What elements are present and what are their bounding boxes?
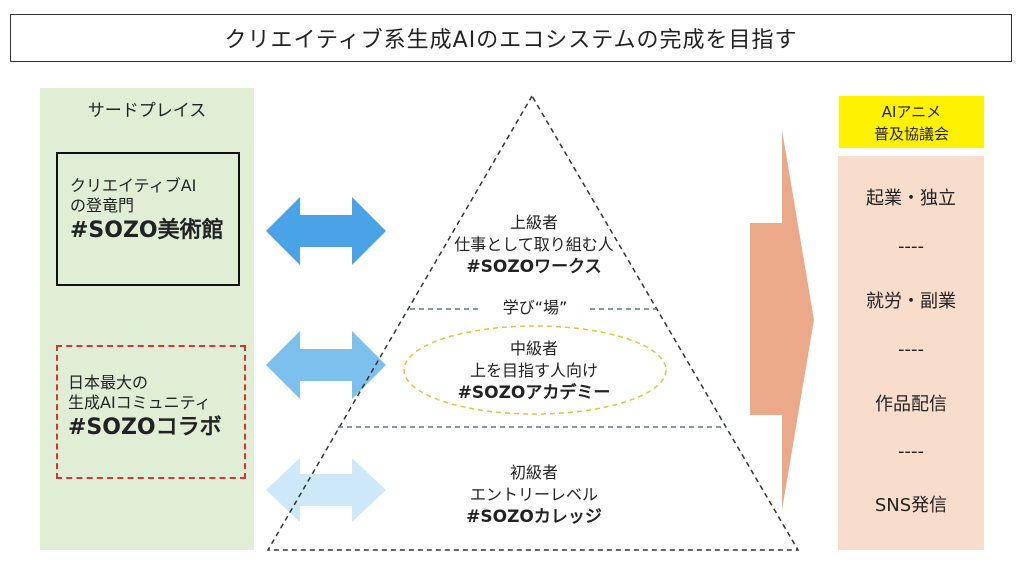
association-heading: AIアニメ 普及協議会 [839,96,984,148]
museum-line2: の登竜門 [70,196,135,215]
collab-name: #SOZOコラボ [68,415,222,440]
academy-highlight-ellipse [403,325,667,415]
tier-middle-name: #SOZOアカデミー [457,383,611,403]
double-arrow-middle [266,331,386,399]
association-heading-line2: 普及協議会 [873,125,949,143]
museum-box: クリエイティブAI の登竜門 #SOZO美術館 [56,152,240,286]
tier-bottom: 初級者 エントリーレベル #SOZOカレッジ [418,462,650,528]
outcome-item: 起業・独立 [866,188,956,209]
third-place-panel [40,88,254,550]
museum-name: #SOZO美術館 [70,218,224,243]
outcome-item: SNS発信 [874,495,948,516]
double-arrow-top [266,197,386,265]
pyramid-outline [266,94,800,551]
outcome-separator: ---- [898,236,924,257]
outcome-item: 就労・副業 [866,291,956,312]
museum-line1: クリエイティブAI [70,176,197,195]
tier-middle-line1: 中級者 [509,339,558,358]
tier-middle: 中級者 上を目指す人向け #SOZOアカデミー [418,338,650,404]
collab-line1: 日本最大の [68,373,149,392]
tier-bottom-line1: 初級者 [509,463,558,482]
tier-middle-line2: 上を目指す人向け [469,361,598,380]
tier-top-line1: 上級者 [509,213,558,232]
tier-bottom-line2: エントリーレベル [469,485,598,504]
association-heading-line1: AIアニメ [881,103,942,121]
outcome-item: 作品配信 [875,394,947,415]
outcome-separator: ---- [898,441,924,462]
outcomes-panel [838,156,984,550]
tier-top: 上級者 仕事として取り組む人 #SOZOワークス [418,212,650,278]
big-right-arrow [750,130,814,510]
double-arrow-bottom [266,458,386,522]
collab-box: 日本最大の 生成AIコミュニティ #SOZOコラボ [56,345,246,479]
learning-place-label: 学び“場” [480,297,590,319]
collab-line2: 生成AIコミュニティ [68,393,211,412]
tier-bottom-name: #SOZOカレッジ [466,507,602,527]
third-place-heading: サードプレイス [87,101,207,121]
outcome-separator: ---- [898,339,924,360]
tier-top-name: #SOZOワークス [466,257,602,277]
tier-top-line2: 仕事として取り組む人 [454,235,614,254]
page-title: クリエイティブ系生成AIのエコシステムの完成を目指す [10,14,1012,62]
